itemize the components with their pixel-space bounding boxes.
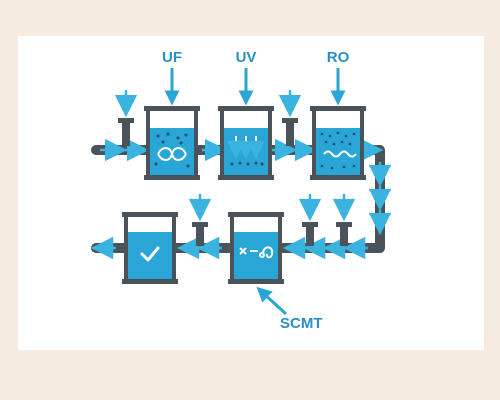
scmt-label: SCMT xyxy=(280,315,323,332)
uf-tank xyxy=(144,106,200,180)
ro-label: RO xyxy=(327,49,350,66)
uv-rays-icon xyxy=(227,136,265,159)
checkmark-icon xyxy=(140,246,160,262)
flow-arrows xyxy=(90,138,392,260)
water-treatment-diagram: UF UV RO SCMT xyxy=(90,49,392,332)
valve-bottom-2 xyxy=(298,194,322,246)
uf-label: UF xyxy=(162,49,182,66)
scmt-tank xyxy=(228,212,284,284)
valve-top-2 xyxy=(278,90,302,146)
microbe-treatment-icon xyxy=(239,246,274,259)
wave-icon xyxy=(323,150,357,158)
diagram-panel: UF UV RO SCMT xyxy=(18,36,484,350)
uv-tank xyxy=(218,106,274,180)
particles xyxy=(154,132,190,168)
swirl-icon xyxy=(157,147,187,161)
valve-bottom-3 xyxy=(332,194,356,246)
scmt-arrow xyxy=(256,286,288,316)
final-tank xyxy=(122,212,178,284)
valve-top-1 xyxy=(114,90,138,146)
uv-label: UV xyxy=(236,49,257,66)
ro-tank xyxy=(310,106,366,180)
valve-bottom-1 xyxy=(188,194,212,246)
